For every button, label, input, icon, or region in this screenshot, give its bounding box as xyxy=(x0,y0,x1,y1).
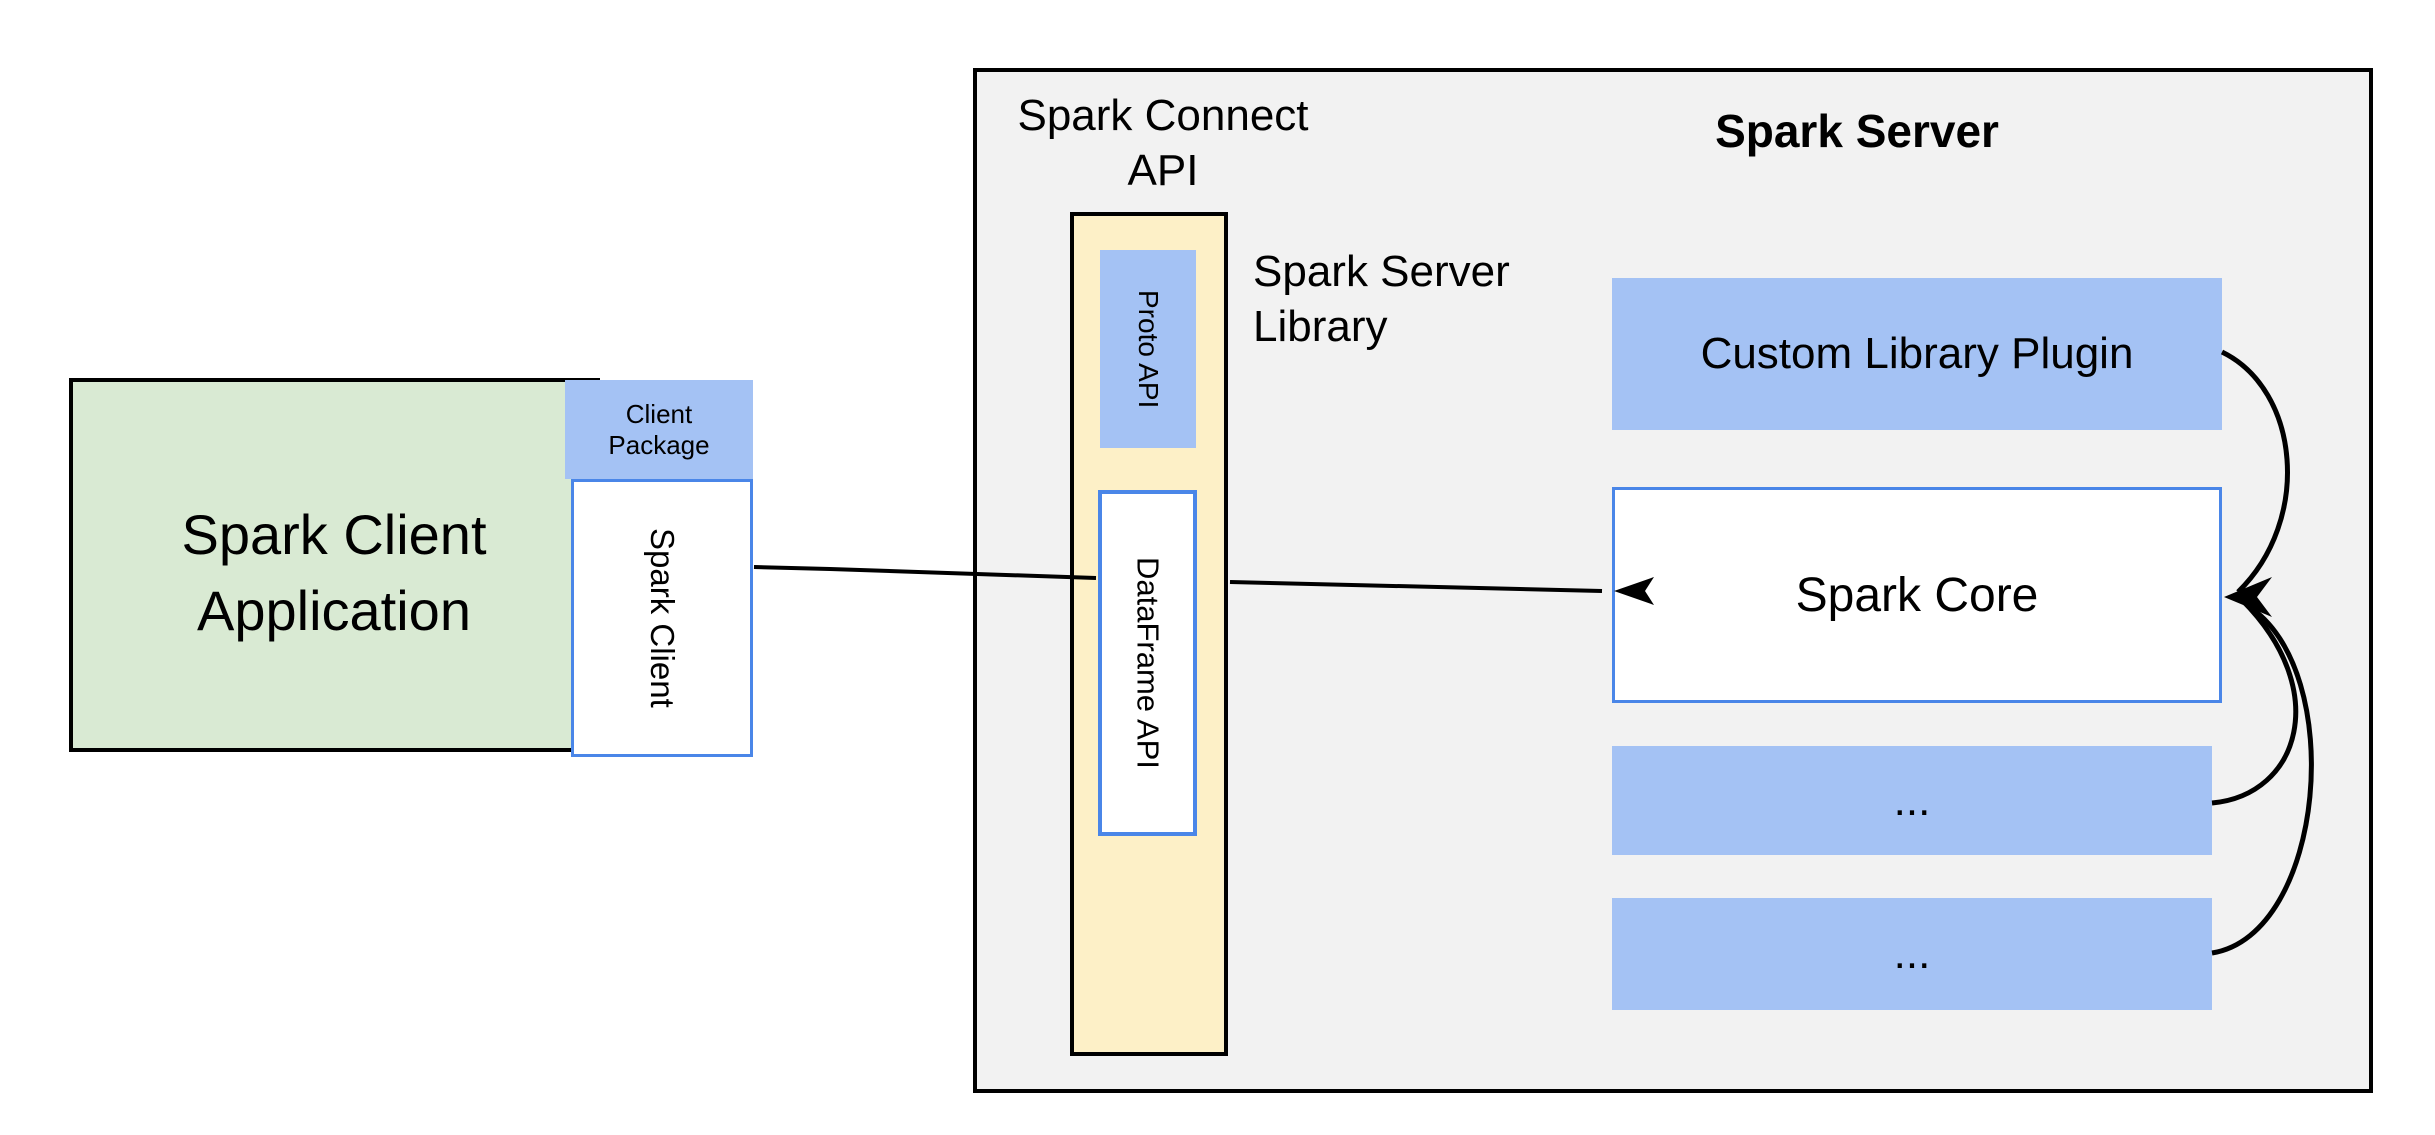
spark-client-application-box xyxy=(69,378,600,752)
dataframe-api-box: DataFrame API xyxy=(1098,490,1197,836)
spark-client-application-label: Spark Client Application xyxy=(181,503,487,642)
spark-server-library-label: Spark Server Library xyxy=(1253,247,1510,351)
spark-core-label: Spark Core xyxy=(1795,568,2039,622)
custom-library-plugin-label: Custom Library Plugin xyxy=(1700,329,2134,378)
plugin-row-2-box: ... xyxy=(1612,898,2212,1010)
dataframe-api-label: DataFrame API xyxy=(1130,557,1166,769)
proto-api-label: Proto API xyxy=(1133,289,1164,409)
proto-api-box: Proto API xyxy=(1100,250,1196,448)
spark-client-box: Spark Client xyxy=(571,479,753,757)
custom-library-plugin-box: Custom Library Plugin xyxy=(1612,278,2222,430)
plugin-row-2-ellipsis: ... xyxy=(1893,929,1931,978)
client-package-label: Client Package xyxy=(608,398,710,460)
spark-core-box: Spark Core xyxy=(1612,487,2222,703)
client-package-box: Client Package xyxy=(565,380,753,479)
plugin-row-1-box: ... xyxy=(1612,746,2212,855)
spark-connect-api-label: Spark Connect API xyxy=(1017,91,1309,195)
spark-client-label: Spark Client xyxy=(644,528,681,708)
spark-server-title: Spark Server xyxy=(1715,105,1999,157)
plugin-row-1-ellipsis: ... xyxy=(1893,775,1931,825)
